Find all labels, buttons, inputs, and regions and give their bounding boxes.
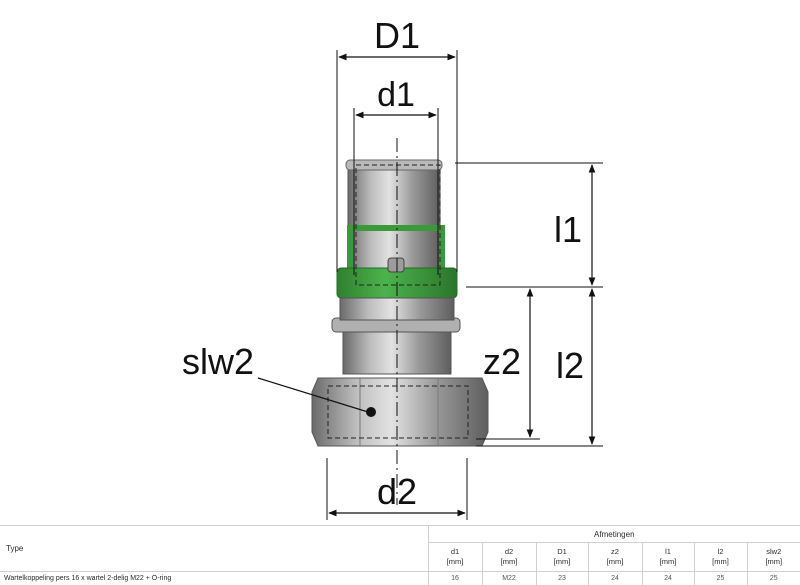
cell-z2: 24 [587, 571, 643, 585]
column-header-z2: z2[mm] [587, 542, 643, 572]
dimension-label-d1: d1 [377, 76, 415, 114]
row-type-name: Wartelkoppeling pers 16 x wartel 2-delig… [0, 571, 429, 585]
press-sleeve-top [345, 159, 443, 171]
dimension-label-l1: l1 [554, 209, 582, 250]
dimension-l2: l2 [476, 288, 603, 447]
dimension-label-d2: d2 [377, 471, 417, 512]
cell-d2: M22 [481, 571, 537, 585]
hex-nut [311, 377, 489, 447]
slw2-leader-dot [366, 407, 376, 417]
dimension-label-z2: z2 [483, 341, 521, 382]
dimension-label-l2: l2 [556, 345, 584, 386]
cell-l1: 24 [641, 571, 695, 585]
cell-d1: 16 [427, 571, 483, 585]
cell-D1: 23 [535, 571, 589, 585]
specification-table: Type Afmetingen d1[mm] d2[mm] D1[mm] z2[… [0, 525, 800, 585]
column-header-l1: l1[mm] [641, 542, 695, 572]
type-column-header: Type [0, 525, 429, 572]
dimension-slw2: slw2 [182, 341, 376, 417]
dimension-d1: d1 [353, 76, 439, 275]
socket-hidden-line [355, 164, 441, 286]
dimension-label-slw2: slw2 [182, 341, 254, 382]
column-header-slw2: slw2[mm] [746, 542, 800, 572]
dimension-z2: z2 [476, 288, 540, 440]
column-header-l2: l2[mm] [693, 542, 748, 572]
table-row: Wartelkoppeling pers 16 x wartel 2-delig… [0, 571, 800, 585]
column-header-d2: d2[mm] [481, 542, 537, 572]
column-header-D1: D1[mm] [535, 542, 589, 572]
dimensions-group-header: Afmetingen [427, 525, 800, 543]
clip-window [387, 257, 405, 273]
fitting-body [311, 159, 489, 447]
cell-slw2: 25 [746, 571, 800, 585]
dimension-l1: l1 [455, 162, 603, 288]
cell-l2: 25 [693, 571, 748, 585]
press-sleeve [347, 162, 441, 274]
dimension-label-D1: D1 [374, 15, 420, 56]
dimension-D1: D1 [336, 15, 458, 272]
fitting-dimension-drawing: D1 d1 l1 z2 l2 slw2 d2 [182, 15, 603, 520]
dimension-d2: d2 [326, 458, 468, 520]
column-header-d1: d1[mm] [427, 542, 483, 572]
